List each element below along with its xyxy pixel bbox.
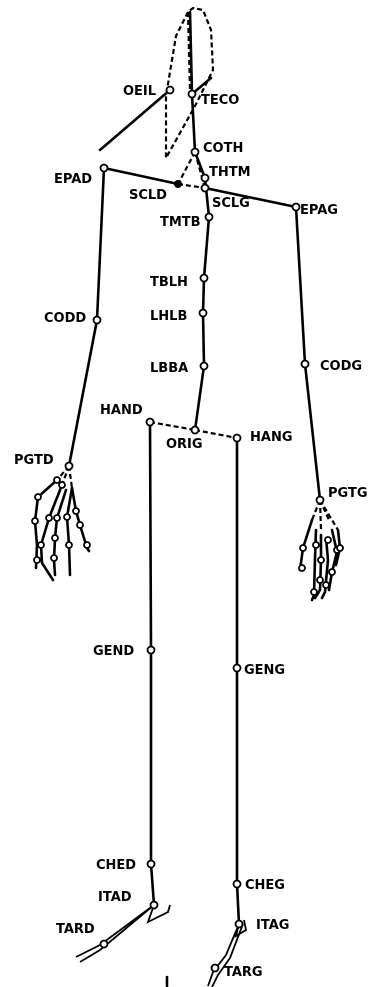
finger-joint [58, 481, 66, 489]
joint-thtm [200, 173, 210, 183]
label-scld: SCLD [129, 188, 167, 203]
leg-right [75, 420, 171, 963]
finger-joint [33, 556, 41, 564]
finger-joint [50, 554, 58, 562]
label-gend: GEND [93, 644, 134, 659]
finger-joint [324, 536, 332, 544]
leg-left [207, 436, 248, 987]
label-cheg: CHEG [245, 878, 285, 893]
joint-sclg [200, 183, 210, 193]
finger-joint [76, 521, 84, 529]
head-outline [164, 6, 215, 163]
labels: OEIL TECO COTH THTM EPAD SCLD SCLG EPAG … [14, 84, 368, 980]
label-lbba: LBBA [150, 361, 188, 376]
label-pgtd: PGTD [14, 453, 54, 468]
finger-joint [53, 514, 61, 522]
joint-lhlb [198, 308, 208, 318]
finger-joint [316, 576, 324, 584]
joint-ched [146, 859, 156, 869]
joint-coth [190, 147, 200, 157]
joint-pgtg [315, 495, 325, 505]
joint-oeil [165, 85, 175, 95]
label-lhlb: LHLB [150, 309, 187, 324]
pelvis [149, 420, 238, 440]
finger-joint [336, 544, 344, 552]
finger-joint [317, 556, 325, 564]
label-hang: HANG [250, 430, 293, 445]
finger-joint [51, 534, 59, 542]
label-epad: EPAD [54, 172, 92, 187]
joint-codd [92, 315, 102, 325]
joint-gend [146, 645, 156, 655]
shoulder-girdle [102, 151, 298, 209]
label-coth: COTH [203, 141, 243, 156]
finger-joint [63, 513, 71, 521]
label-epag: EPAG [300, 203, 338, 218]
joint-scld [174, 180, 182, 188]
label-geng: GENG [244, 663, 285, 678]
finger-joint [45, 514, 53, 522]
joint-epad [99, 163, 109, 173]
label-ched: CHED [96, 858, 136, 873]
joint-pgtd [64, 461, 74, 471]
joint-codg [300, 359, 310, 369]
arm-left [294, 205, 322, 502]
joint-geng [232, 663, 242, 673]
finger-joint [37, 541, 45, 549]
label-pgtg: PGTG [328, 486, 368, 501]
joint-itag [234, 919, 244, 929]
joint-epag [291, 202, 301, 212]
joint-teco [187, 89, 197, 99]
joint-targ [210, 963, 220, 973]
label-itag: ITAG [256, 918, 289, 933]
finger-joint [34, 493, 42, 501]
hand-left [298, 499, 342, 602]
joint-tblh [199, 273, 209, 283]
label-codg: CODG [320, 359, 362, 374]
finger-joint [322, 581, 330, 589]
joint-itad [149, 900, 159, 910]
joint-orig [190, 425, 200, 435]
label-tmtb: TMTB [160, 215, 201, 230]
label-tard: TARD [56, 922, 95, 937]
finger-joint [328, 568, 336, 576]
label-sclg: SCLG [212, 196, 250, 211]
joint-tmtb [204, 212, 214, 222]
finger-joint [72, 507, 80, 515]
finger-joint [31, 517, 39, 525]
label-codd: CODD [44, 311, 86, 326]
label-orig: ORIG [166, 437, 203, 452]
joint-tard [99, 939, 109, 949]
finger-joint [83, 541, 91, 549]
finger-joint [65, 541, 73, 549]
finger-joint [298, 564, 306, 572]
label-oeil: OEIL [123, 84, 156, 99]
joints [31, 85, 344, 973]
joint-lbba [199, 361, 209, 371]
label-teco: TECO [201, 93, 239, 108]
joint-hang [232, 433, 242, 443]
label-itad: ITAD [98, 890, 132, 905]
finger-joint [53, 476, 61, 484]
label-targ: TARG [224, 965, 263, 980]
joint-hand [145, 417, 155, 427]
label-tblh: TBLH [150, 275, 188, 290]
finger-joint [310, 588, 318, 596]
finger-joint [299, 544, 307, 552]
label-thtm: THTM [209, 165, 251, 180]
finger-joint [312, 541, 320, 549]
label-hand: HAND [100, 403, 143, 418]
joint-cheg [232, 879, 242, 889]
